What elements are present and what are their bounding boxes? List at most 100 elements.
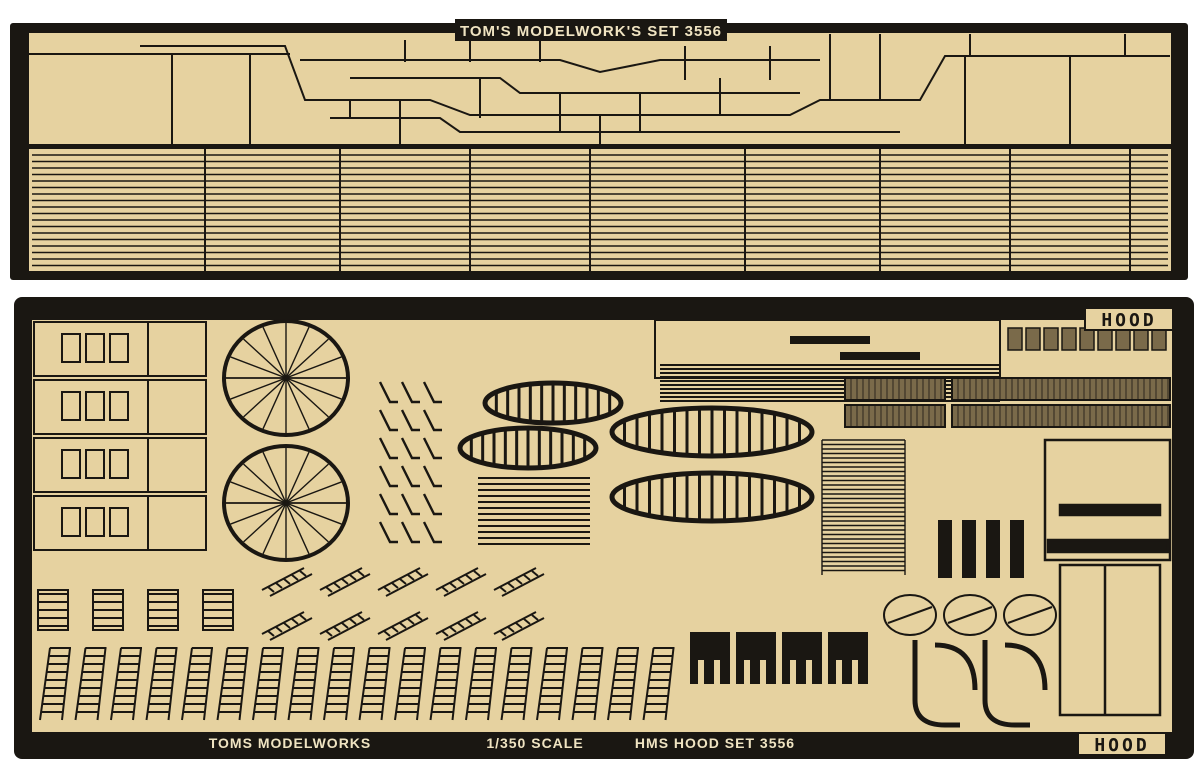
small-net bbox=[1007, 327, 1023, 351]
small-net bbox=[1079, 327, 1095, 351]
inclined-ladder bbox=[493, 611, 545, 641]
small-net bbox=[1133, 327, 1149, 351]
float-spoke bbox=[243, 377, 287, 418]
ladder-rung bbox=[457, 578, 465, 585]
float-spoke bbox=[285, 326, 310, 379]
small-ladder bbox=[422, 465, 442, 488]
ladder-rung bbox=[415, 614, 423, 621]
small-ladder bbox=[400, 521, 420, 544]
float-spoke bbox=[285, 463, 329, 504]
ladder-rung bbox=[349, 574, 357, 581]
top-rail-dividers bbox=[204, 149, 1131, 271]
ladder-rung bbox=[383, 586, 391, 593]
ladder-rung bbox=[523, 574, 531, 581]
ladder-rung bbox=[291, 574, 299, 581]
float-spoke bbox=[285, 502, 310, 555]
leaf-parts bbox=[883, 594, 1057, 636]
block-slot bbox=[790, 660, 796, 684]
ladder-rung bbox=[341, 578, 349, 585]
float-spoke bbox=[243, 502, 287, 543]
bottom-ladder bbox=[145, 647, 178, 721]
black-bar bbox=[938, 520, 952, 578]
left-platform-parts bbox=[33, 321, 234, 631]
ladder-rung bbox=[267, 630, 275, 637]
ladder-rung bbox=[291, 618, 299, 625]
block-slot bbox=[744, 660, 750, 684]
top-title-plate: TOM'S MODELWORK'S SET 3556 bbox=[455, 19, 727, 41]
black-bar bbox=[1010, 520, 1024, 578]
float-spoke bbox=[285, 481, 342, 504]
float-spoke bbox=[243, 463, 287, 504]
inclined-ladder bbox=[261, 611, 313, 641]
float-spoke bbox=[262, 502, 287, 555]
ladder-rung bbox=[283, 578, 291, 585]
block-slot bbox=[760, 660, 766, 684]
bottom-ladder bbox=[287, 647, 320, 721]
block-slot bbox=[852, 660, 858, 684]
ladder-rung bbox=[299, 614, 307, 621]
float-spoke bbox=[285, 377, 342, 400]
upper-right-parts bbox=[654, 319, 1001, 379]
platform-cell bbox=[61, 391, 81, 421]
small-net bbox=[1025, 327, 1041, 351]
right-structure-parts bbox=[1043, 438, 1172, 717]
ladder-rung bbox=[499, 630, 507, 637]
top-title-text: TOM'S MODELWORK'S SET 3556 bbox=[460, 23, 722, 40]
small-ladder bbox=[378, 409, 398, 432]
scale-label: 1/350 SCALE bbox=[486, 735, 583, 751]
ladder-rung bbox=[399, 578, 407, 585]
float-spoke bbox=[285, 356, 342, 379]
bottom-ladder bbox=[536, 647, 568, 721]
ladder-rung bbox=[531, 570, 539, 577]
leaf-vein bbox=[1007, 606, 1053, 624]
ladder-rung bbox=[449, 626, 457, 633]
hood-top-text: HOOD bbox=[1101, 310, 1156, 331]
black-block bbox=[782, 632, 822, 684]
inclined-ladder bbox=[493, 567, 545, 597]
ladder-rung bbox=[399, 622, 407, 629]
float-spoke bbox=[230, 377, 287, 400]
mesh-net bbox=[951, 377, 1171, 401]
ladder-rung bbox=[391, 582, 399, 589]
float-spoke bbox=[262, 326, 287, 379]
ladder-rung bbox=[357, 570, 365, 577]
ladder-rung bbox=[457, 622, 465, 629]
ladder-rung bbox=[407, 618, 415, 625]
ladder-rung bbox=[507, 626, 515, 633]
hood-plate-top: HOOD bbox=[1084, 307, 1174, 331]
small-ladder bbox=[400, 465, 420, 488]
bottom-ladder bbox=[607, 647, 639, 721]
ladder-rung bbox=[333, 626, 341, 633]
float-spoke bbox=[285, 338, 329, 379]
platform-cell bbox=[61, 333, 81, 363]
ladder-rung bbox=[415, 570, 423, 577]
platform-cell bbox=[109, 449, 129, 479]
ladder-rung bbox=[341, 622, 349, 629]
ladder-rung bbox=[407, 574, 415, 581]
small-ladder bbox=[400, 381, 420, 404]
davits bbox=[912, 640, 1048, 728]
ladder-rung bbox=[449, 582, 457, 589]
ladder-rung bbox=[275, 626, 283, 633]
inclined-ladders-small bbox=[378, 381, 442, 544]
leaf-part bbox=[1003, 594, 1057, 636]
block-slot bbox=[714, 660, 720, 684]
float-spoke bbox=[262, 451, 287, 504]
float-spoke bbox=[262, 377, 287, 430]
small-net bbox=[1043, 327, 1059, 351]
black-bar bbox=[962, 520, 976, 578]
inclined-ladder bbox=[319, 567, 371, 597]
ladder-rung bbox=[465, 618, 473, 625]
ladder-rung bbox=[275, 582, 283, 589]
leaf-vein bbox=[887, 606, 933, 624]
bottom-ladder bbox=[110, 647, 142, 721]
bottom-ladder bbox=[394, 647, 426, 721]
platform-cell bbox=[61, 507, 81, 537]
leaf-part bbox=[883, 594, 937, 636]
inclined-ladder bbox=[319, 611, 371, 641]
ladder-rung bbox=[325, 630, 333, 637]
float-spoke bbox=[243, 338, 287, 379]
ladder-rung bbox=[333, 582, 341, 589]
bottom-ladder bbox=[642, 647, 675, 721]
